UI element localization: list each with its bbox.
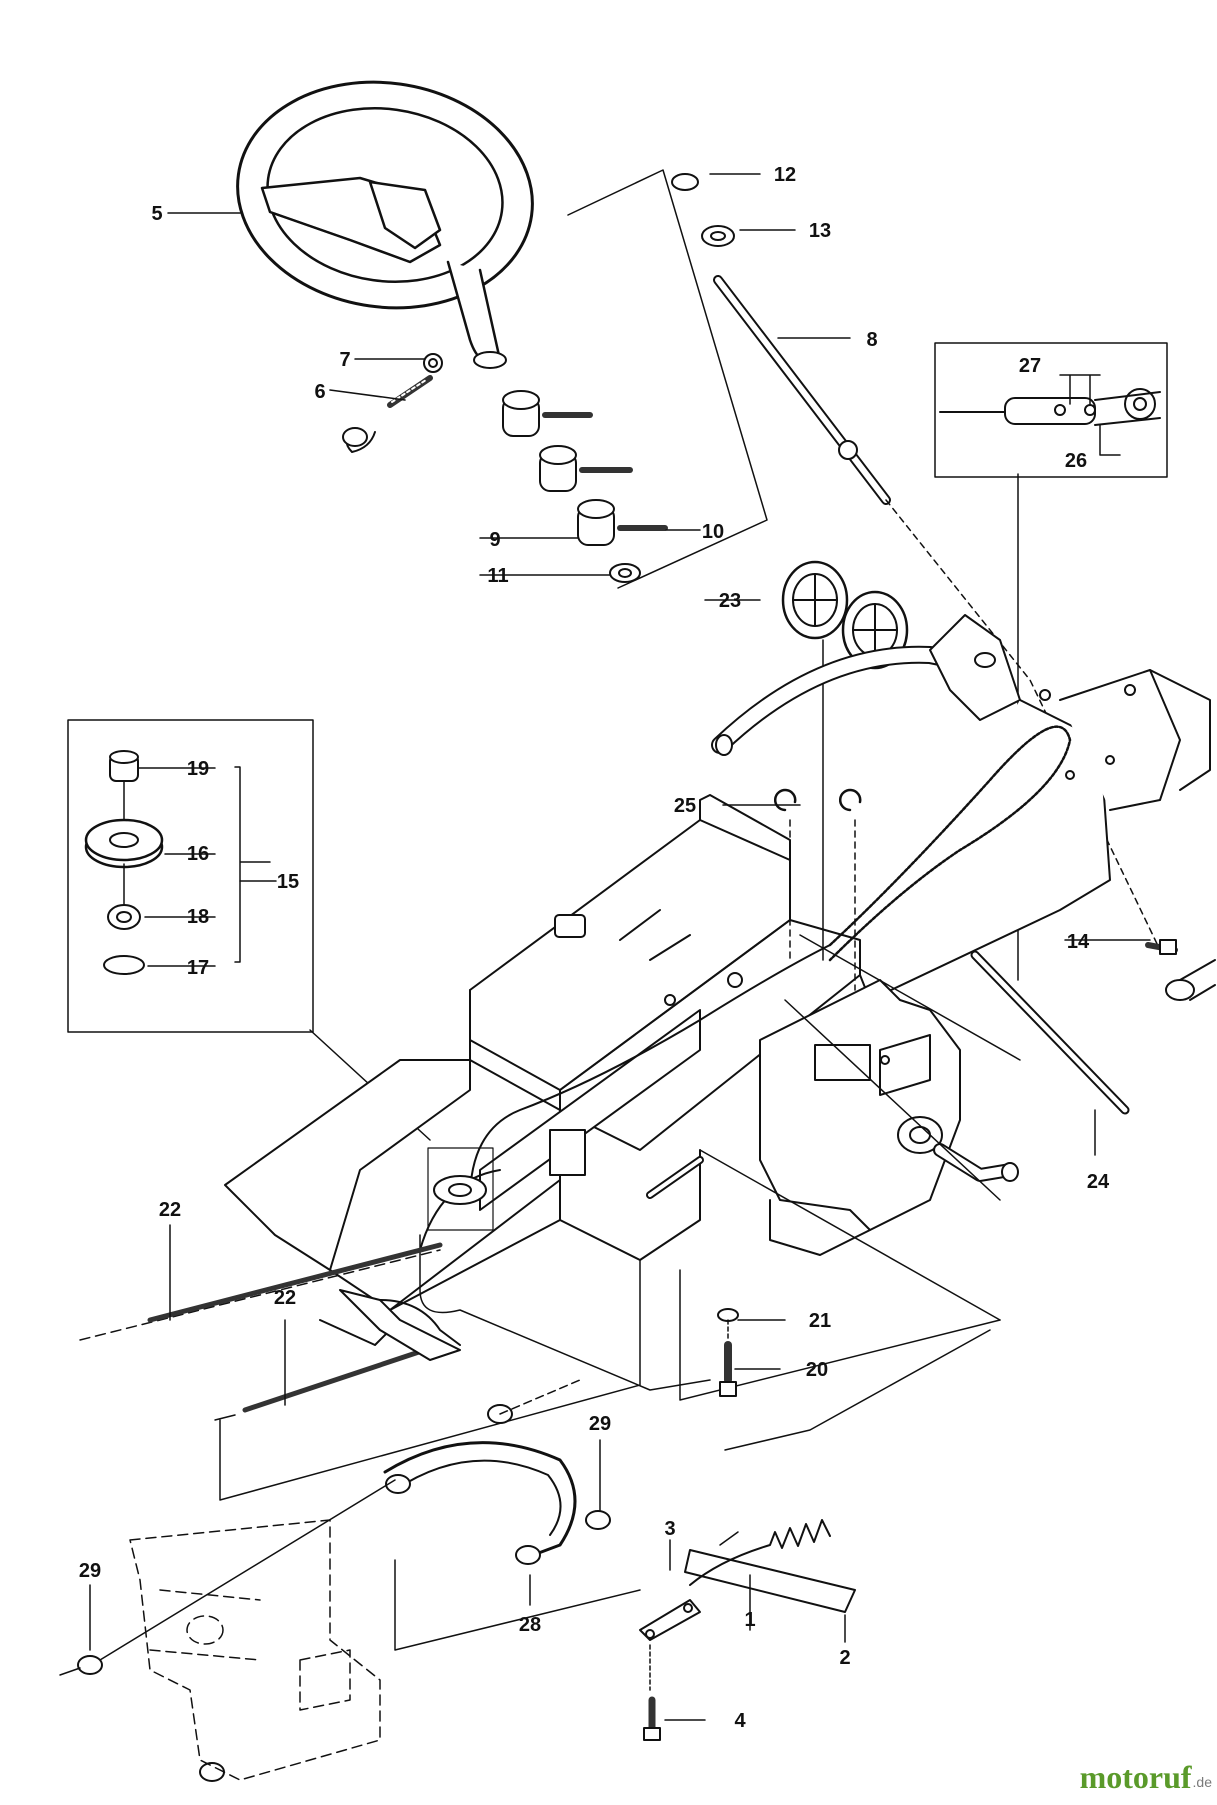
callout-23: 23 <box>719 590 741 612</box>
column-group-frame <box>567 169 768 589</box>
pulleys <box>781 560 909 961</box>
callout-10: 10 <box>702 521 724 543</box>
callout-1: 1 <box>744 1609 755 1631</box>
callout-29-right: 29 <box>589 1413 611 1435</box>
callout-9: 9 <box>489 529 500 551</box>
callout-29-left: 29 <box>79 1560 101 1582</box>
clamp-and-nuts <box>59 1379 611 1782</box>
watermark-brand: motoruf <box>1080 1759 1192 1795</box>
callout-15: 15 <box>277 871 299 893</box>
callout-22-upper: 22 <box>159 1199 181 1221</box>
callout-labels: 1 2 3 4 5 6 7 8 9 10 11 12 13 14 15 16 1… <box>79 164 1110 1732</box>
callout-17: 17 <box>187 957 209 979</box>
lower-frames <box>219 1259 1001 1651</box>
callout-4: 4 <box>734 1710 746 1732</box>
callout-7: 7 <box>339 349 350 371</box>
callout-16: 16 <box>187 843 209 865</box>
steering-shaft-parts <box>671 173 1161 951</box>
callout-20: 20 <box>806 1359 828 1381</box>
callout-22-lower: 22 <box>274 1287 296 1309</box>
callout-3: 3 <box>664 1518 675 1540</box>
watermark-logo: motoruf .de <box>1080 1759 1213 1795</box>
transmission-housing <box>129 1519 381 1781</box>
callout-5: 5 <box>151 203 162 225</box>
callout-2: 2 <box>839 1647 850 1669</box>
steering-wheel <box>236 80 534 369</box>
callout-26: 26 <box>1065 450 1087 472</box>
callout-13: 13 <box>809 220 831 242</box>
bolt-and-washer <box>717 1308 739 1397</box>
callout-14: 14 <box>1067 931 1090 953</box>
callout-12: 12 <box>774 164 796 186</box>
callout-11: 11 <box>487 565 508 587</box>
column-couplers <box>502 390 668 583</box>
callout-25: 25 <box>674 795 696 817</box>
main-frame <box>224 614 1216 1391</box>
callout-18: 18 <box>187 906 209 928</box>
spring-link-plate <box>639 1519 856 1741</box>
callout-27: 27 <box>1019 355 1041 377</box>
hub-screw-and-nut <box>342 353 443 453</box>
callout-24: 24 <box>1087 1171 1110 1193</box>
watermark-tld: .de <box>1193 1774 1213 1790</box>
callout-8: 8 <box>866 329 877 351</box>
callout-6: 6 <box>314 381 325 403</box>
steering-rods <box>79 1242 461 1421</box>
callout-19: 19 <box>187 758 209 780</box>
callout-leaders <box>89 173 1151 1721</box>
callout-28: 28 <box>519 1614 541 1636</box>
callout-21: 21 <box>809 1310 831 1332</box>
